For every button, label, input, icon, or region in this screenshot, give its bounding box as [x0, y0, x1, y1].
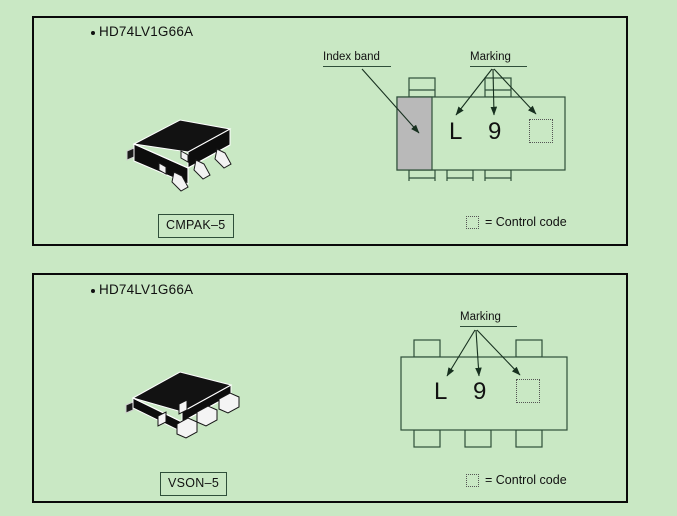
marking-char-2-vson: 9	[473, 378, 487, 405]
marking-char-1-vson: L	[434, 378, 448, 405]
marking-char-1-cmpak: L	[449, 118, 463, 145]
legend-text-vson: = Control code	[485, 473, 567, 487]
package-photo-vson5	[118, 350, 258, 446]
annotation-marking-cmpak: Marking	[470, 51, 527, 68]
package-photo-cmpak5-svg	[126, 119, 232, 192]
bullet-marker-vson	[91, 289, 95, 293]
legend-control-code-cmpak: = Control code	[466, 215, 567, 229]
package-label-cmpak5: CMPAK–5	[158, 214, 234, 238]
marking-control-code-box-vson	[516, 379, 540, 403]
marking-char-2-cmpak: 9	[488, 118, 502, 145]
legend-control-code-vson: = Control code	[466, 473, 567, 487]
package-photo-cmpak5	[118, 88, 258, 192]
legend-text-cmpak: = Control code	[485, 215, 567, 229]
part-number-cmpak: HD74LV1G66A	[99, 24, 194, 39]
package-photo-vson5-svg	[125, 371, 240, 439]
package-label-vson5: VSON–5	[160, 472, 228, 496]
part-number-vson: HD74LV1G66A	[99, 282, 194, 297]
control-code-swatch-icon	[466, 215, 479, 229]
marking-control-code-box-cmpak	[529, 119, 553, 143]
annotation-marking-vson: Marking	[460, 311, 517, 328]
annotation-index-band: Index band	[323, 51, 391, 68]
control-code-swatch-icon	[466, 473, 479, 487]
bullet-marker-cmpak	[91, 31, 95, 35]
